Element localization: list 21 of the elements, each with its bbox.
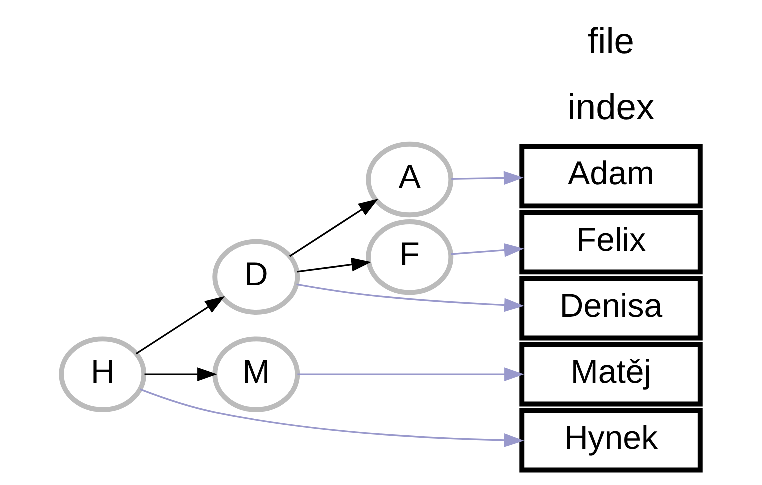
node-box: Felix: [520, 210, 703, 275]
arrow: [451, 243, 524, 258]
node-ellipse: M: [212, 336, 300, 412]
node-box: Hynek: [520, 408, 703, 473]
node-ellipse: A: [366, 142, 454, 218]
arrow: [289, 199, 379, 258]
node-ellipse: H: [59, 336, 147, 412]
arrow: [296, 284, 524, 312]
arrow: [136, 296, 226, 355]
node-box: Denisa: [520, 276, 703, 341]
node-box: Adam: [520, 144, 703, 209]
label: index: [568, 86, 655, 128]
arrow: [298, 368, 524, 382]
arrow: [140, 388, 524, 448]
arrow: [144, 368, 218, 382]
label: file: [588, 20, 634, 62]
node-box: Matěj: [520, 342, 703, 407]
arrow: [452, 171, 524, 186]
arrow: [297, 258, 372, 273]
node-ellipse: D: [212, 239, 300, 316]
node-ellipse: F: [366, 220, 454, 296]
